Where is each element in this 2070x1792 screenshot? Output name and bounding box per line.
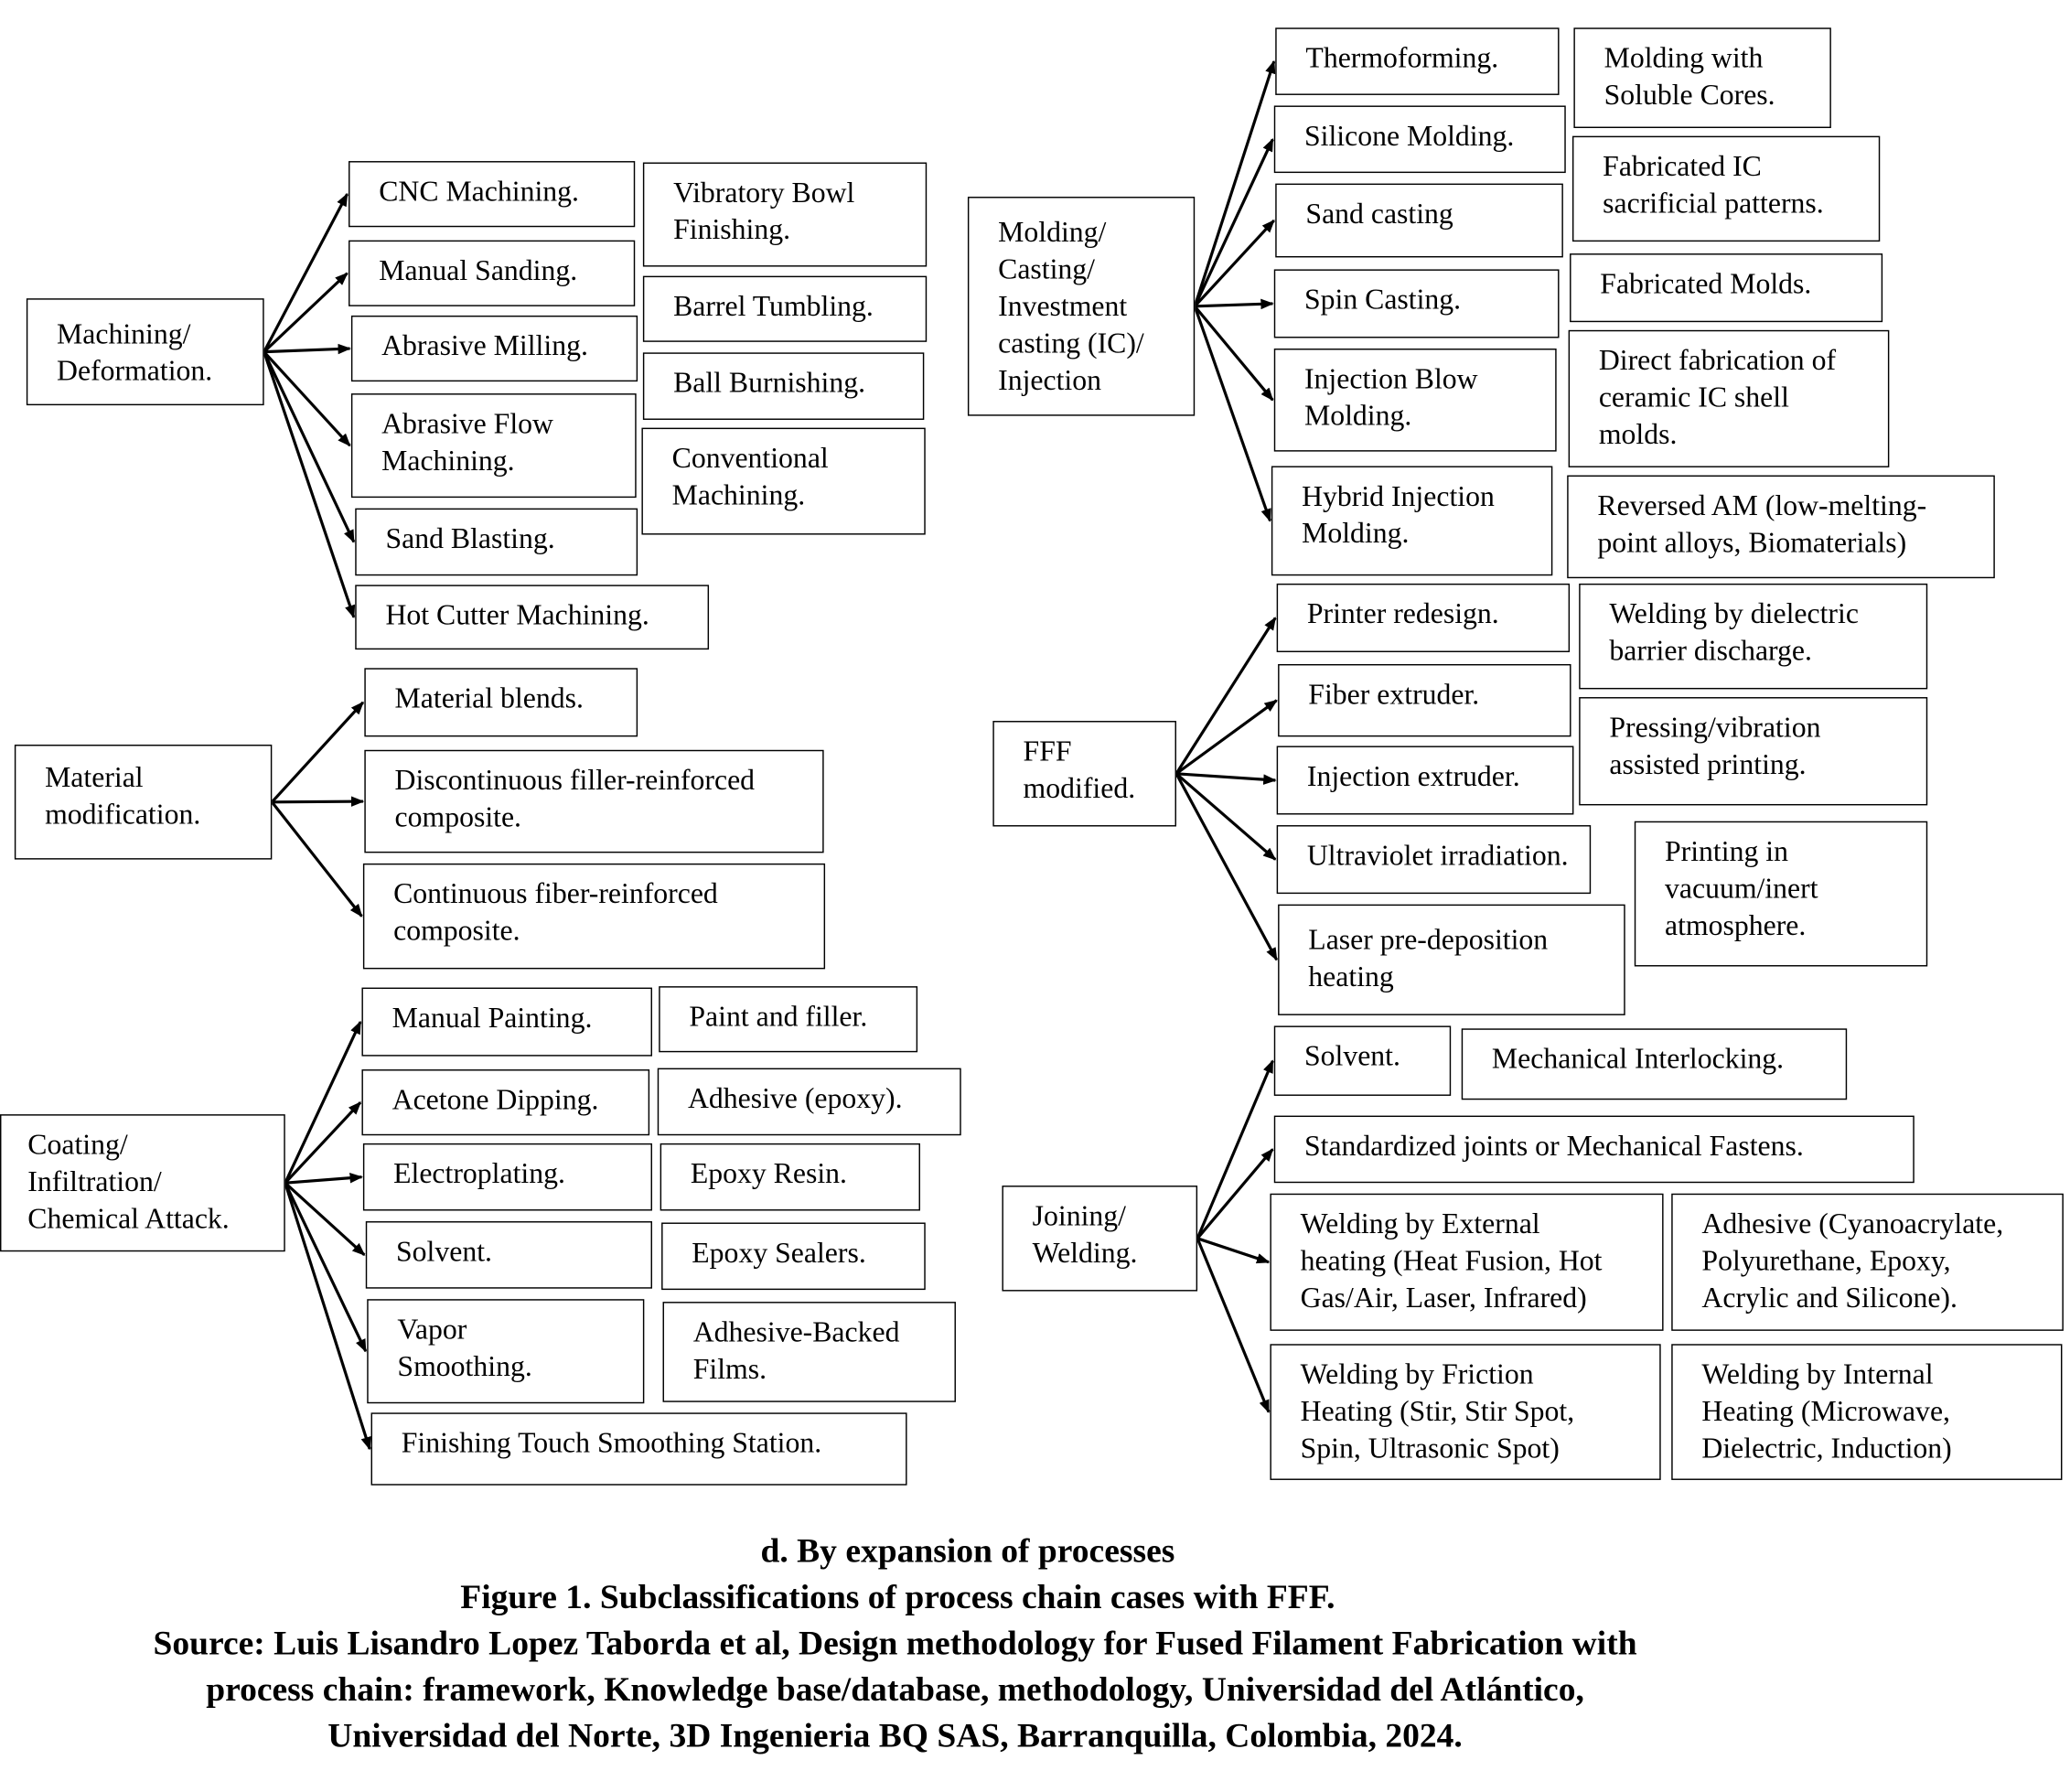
- arrow: [1196, 1238, 1271, 1413]
- node: Hot Cutter Machining.: [355, 585, 710, 650]
- caption-source-3: Universidad del Norte, 3D Ingenieria BQ …: [327, 1716, 1463, 1755]
- root-molding: Molding/ Casting/ Investment casting (IC…: [967, 197, 1196, 416]
- node: Hybrid Injection Molding.: [1271, 466, 1553, 576]
- node: Welding by Friction Heating (Stir, Stir …: [1270, 1344, 1661, 1480]
- arrow: [263, 351, 356, 619]
- node: Sand casting: [1275, 183, 1563, 258]
- node: Injection extruder.: [1276, 746, 1574, 815]
- caption-subtitle: d. By expansion of processes: [760, 1531, 1175, 1571]
- node: Silicone Molding.: [1273, 105, 1566, 174]
- node: Manual Painting.: [361, 987, 652, 1057]
- node-side: Adhesive-Backed Films.: [662, 1302, 956, 1402]
- node-side: Paint and filler.: [659, 986, 918, 1053]
- node: Fiber extruder.: [1278, 663, 1571, 737]
- root-material: Material modification.: [14, 745, 273, 860]
- arrow: [263, 343, 351, 355]
- node: Acetone Dipping.: [361, 1069, 650, 1136]
- node-side: Molding with Soluble Cores.: [1573, 27, 1831, 129]
- node: Injection Blow Molding.: [1273, 349, 1557, 452]
- arrow: [1194, 219, 1275, 307]
- arrow: [284, 1020, 362, 1184]
- arrow: [263, 350, 351, 447]
- node: Discontinuous filler-reinforced composit…: [364, 749, 824, 853]
- arrow: [271, 800, 363, 917]
- node: Ultraviolet irradiation.: [1276, 825, 1592, 895]
- node: Material blends.: [364, 668, 638, 737]
- node: Abrasive Milling.: [350, 315, 638, 382]
- arrow: [263, 192, 349, 353]
- arrow: [1174, 617, 1277, 775]
- node: Manual Sanding.: [349, 240, 636, 306]
- node-side: Fabricated IC sacrificial patterns.: [1571, 135, 1881, 242]
- node-side: Welding by dielectric barrier discharge.: [1579, 583, 1928, 690]
- node-side: Direct fabrication of ceramic IC shell m…: [1568, 329, 1890, 467]
- node: Abrasive Flow Machining.: [350, 393, 637, 499]
- node-side: Adhesive (epoxy).: [657, 1068, 961, 1136]
- node: Solvent.: [1273, 1025, 1452, 1096]
- node: Electroplating.: [362, 1143, 652, 1211]
- caption-source-2: process chain: framework, Knowledge base…: [206, 1669, 1584, 1709]
- root-fff: FFF modified.: [992, 721, 1176, 827]
- root-joining: Joining/ Welding.: [1002, 1186, 1198, 1292]
- node: Standardized joints or Mechanical Fasten…: [1273, 1115, 1914, 1184]
- arrow: [1193, 137, 1274, 307]
- arrow: [1174, 772, 1277, 861]
- node: Laser pre-deposition heating: [1278, 904, 1625, 1015]
- arrow: [1196, 1237, 1271, 1264]
- node-side: Barrel Tumbling.: [642, 275, 928, 342]
- node-side: Fabricated Molds.: [1570, 253, 1883, 323]
- arrow: [284, 1182, 368, 1353]
- caption-figure: Figure 1. Subclassifications of process …: [460, 1577, 1335, 1616]
- arrow: [284, 1101, 362, 1185]
- arrow: [1196, 1148, 1274, 1239]
- arrow: [284, 1172, 363, 1185]
- arrow: [1193, 59, 1276, 307]
- node: Vapor Smoothing.: [367, 1299, 645, 1404]
- node: Spin Casting.: [1273, 269, 1560, 338]
- node: Printer redesign.: [1276, 583, 1571, 652]
- arrow: [1195, 298, 1274, 310]
- arrow: [271, 701, 365, 803]
- arrow: [272, 796, 365, 807]
- node-side: Conventional Machining.: [641, 427, 926, 535]
- node: Solvent.: [365, 1221, 652, 1289]
- node-side: Epoxy Resin.: [660, 1143, 920, 1211]
- node-side: Pressing/vibration assisted printing.: [1579, 697, 1928, 806]
- root-machining: Machining/ Deformation.: [26, 298, 264, 406]
- arrow: [1175, 772, 1277, 785]
- node: Thermoforming.: [1275, 27, 1560, 95]
- node-side: Printing in vacuum/inert atmosphere.: [1634, 821, 1928, 967]
- node: CNC Machining.: [349, 161, 636, 228]
- node-side: Welding by Internal Heating (Microwave, …: [1671, 1344, 2063, 1480]
- arrow: [263, 272, 349, 353]
- node: Welding by External heating (Heat Fusion…: [1270, 1193, 1664, 1331]
- arrow: [1193, 306, 1271, 522]
- arrow: [1175, 699, 1278, 776]
- arrow: [1196, 1059, 1274, 1239]
- node-side: Adhesive (Cyanoacrylate, Polyurethane, E…: [1671, 1193, 2064, 1331]
- arrow: [284, 1182, 366, 1257]
- node: Sand Blasting.: [355, 508, 638, 576]
- node-side: Mechanical Interlocking.: [1461, 1028, 1848, 1100]
- node: Finishing Touch Smoothing Station.: [370, 1412, 907, 1486]
- arrow: [1174, 773, 1279, 961]
- arrow: [263, 350, 356, 543]
- node-side: Vibratory Bowl Finishing.: [642, 162, 928, 267]
- root-coating: Coating/ Infiltration/ Chemical Attack.: [0, 1114, 285, 1252]
- node-side: Reversed AM (low-melting- point alloys, …: [1567, 475, 1995, 579]
- node-side: Ball Burnishing.: [642, 352, 925, 420]
- arrow: [1193, 305, 1274, 402]
- arrow: [284, 1182, 371, 1451]
- node-side: Epoxy Sealers.: [661, 1222, 926, 1291]
- node: Continuous fiber-reinforced composite.: [362, 863, 826, 970]
- caption-source-1: Source: Luis Lisandro Lopez Taborda et a…: [153, 1624, 1637, 1663]
